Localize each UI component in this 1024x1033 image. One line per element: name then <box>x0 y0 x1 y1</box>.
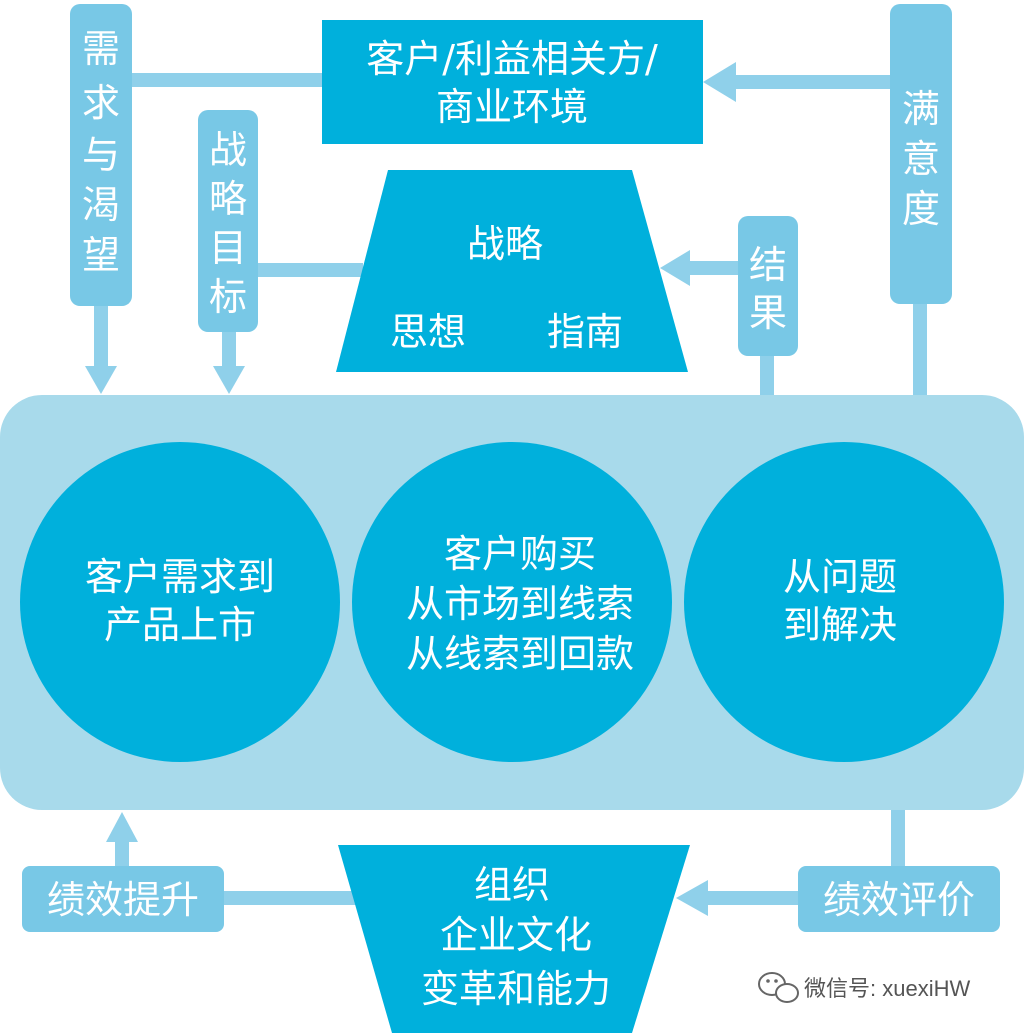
circle-line: 客户购买 <box>444 532 596 576</box>
circle-line: 从线索到回款 <box>406 632 634 676</box>
watermark: 微信号: xuexiHW <box>758 972 970 1003</box>
wechat-icon <box>758 972 799 1003</box>
needs-char: 求 <box>82 81 120 125</box>
result-char: 果 <box>749 291 787 335</box>
watermark-text: 微信号: xuexiHW <box>804 976 970 1001</box>
org-line: 企业文化 <box>440 913 592 957</box>
performance-evaluation-box: 绩效评价 <box>798 866 1000 932</box>
strategic-goals-bar: 战 略 目 标 <box>198 110 258 332</box>
circle-issue-to-resolution: 从问题 到解决 <box>684 442 1004 762</box>
strategy-guide: 指南 <box>547 310 623 354</box>
needs-char: 望 <box>82 233 120 277</box>
strategy-thought: 思想 <box>390 310 466 354</box>
circle-market-to-cash: 客户购买 从市场到线索 从线索到回款 <box>352 442 672 762</box>
strategy-trapezoid: 战略 思想 指南 <box>336 170 688 372</box>
arrow-goals-down <box>213 366 245 394</box>
circle-line: 产品上市 <box>104 603 256 647</box>
strategy-title: 战略 <box>467 222 543 266</box>
circle-line: 从市场到线索 <box>406 582 634 626</box>
result-bar: 结 果 <box>738 216 798 356</box>
circle-line: 客户需求到 <box>85 555 275 599</box>
arrow-needs-down <box>85 366 117 394</box>
satisfaction-char: 意 <box>902 137 940 181</box>
performance-improvement-label: 绩效提升 <box>47 878 199 922</box>
org-line: 变革和能力 <box>421 967 611 1011</box>
circle-idea-to-market: 客户需求到 产品上市 <box>20 442 340 762</box>
arrow-to-org <box>676 880 708 916</box>
result-char: 结 <box>749 243 787 287</box>
needs-char: 需 <box>82 27 120 71</box>
arrow-to-top-box <box>703 62 736 102</box>
stakeholder-box: 客户/利益相关方/ 商业环境 <box>322 20 703 144</box>
circle-line: 到解决 <box>783 603 897 647</box>
circle-line: 从问题 <box>783 555 897 599</box>
goals-char: 目 <box>209 226 247 270</box>
goals-char: 略 <box>209 177 247 221</box>
performance-evaluation-label: 绩效评价 <box>823 878 975 922</box>
goals-char: 标 <box>209 275 247 319</box>
organization-trapezoid: 组织 企业文化 变革和能力 <box>338 845 690 1033</box>
org-line: 组织 <box>474 863 550 907</box>
stakeholder-line-2: 商业环境 <box>436 85 588 129</box>
needs-char: 与 <box>82 133 120 177</box>
needs-char: 渴 <box>82 183 120 227</box>
satisfaction-bar: 满 意 度 <box>890 4 952 304</box>
goals-char: 战 <box>209 128 247 172</box>
needs-bar: 需 求 与 渴 望 <box>70 4 132 306</box>
performance-improvement-box: 绩效提升 <box>22 866 224 932</box>
arrow-to-strategy <box>660 250 690 286</box>
arrow-improve-up <box>106 812 138 842</box>
satisfaction-char: 满 <box>902 87 940 131</box>
connectors <box>85 62 927 916</box>
satisfaction-char: 度 <box>902 187 940 231</box>
stakeholder-line-1: 客户/利益相关方/ <box>366 37 658 81</box>
